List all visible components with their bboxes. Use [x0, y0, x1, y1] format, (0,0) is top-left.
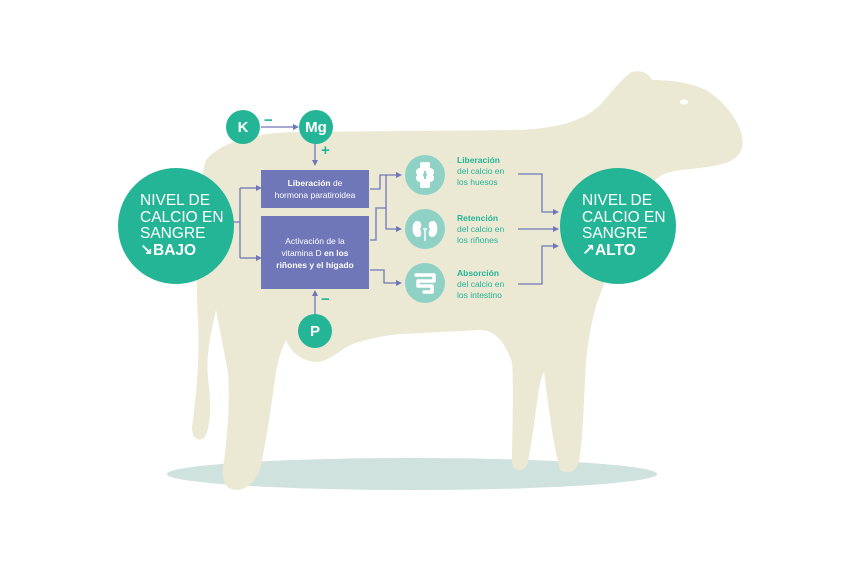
low-calcium-circle: NIVEL DE CALCIO EN SANGRE ↘BAJO: [118, 168, 234, 284]
effect-intestine: Absorción del calcio en los intestino: [457, 268, 504, 301]
cow-ear: [660, 87, 690, 98]
arrow-vitd-branches: [370, 175, 396, 284]
effect-intestine-line1: del calcio en: [457, 279, 505, 289]
bone-joint-icon: [405, 155, 445, 195]
potassium-label: K: [237, 118, 249, 136]
phosphorus-node: P: [298, 314, 332, 348]
effect-bones-line2: los huesos: [457, 177, 498, 187]
connector-arrows: [232, 126, 553, 315]
pth-line2: hormona paratiroidea: [274, 190, 356, 200]
arrow-pth-to-bones: [370, 174, 396, 190]
magnesium-node: Mg: [299, 110, 333, 144]
effect-kidneys-line2: los riñones: [457, 235, 499, 245]
cow-eye: [680, 99, 688, 105]
vitd-line2: vitamina D en los: [281, 247, 348, 259]
pth-rest: de: [330, 178, 343, 188]
high-state-label: ALTO: [595, 241, 636, 259]
high-calcium-circle: NIVEL DE CALCIO EN SANGRE ↗ALTO: [560, 168, 676, 284]
high-state: ↗ALTO: [582, 241, 676, 260]
arrow-up-right-icon: ↗: [582, 241, 595, 259]
low-circle-line3: SANGRE: [140, 225, 206, 242]
kidneys-icon: [405, 209, 445, 249]
high-circle-line3: SANGRE: [582, 225, 648, 242]
effect-bones-title: Liberación: [457, 155, 500, 165]
arrow-down-right-icon: ↘: [140, 241, 153, 259]
arrow-heads: [256, 124, 559, 296]
arrow-effects-to-right: [518, 173, 553, 285]
magnesium-sign: +: [321, 142, 330, 159]
effect-kidneys: Retención del calcio en los riñones: [457, 213, 504, 246]
pth-release-box: Liberación de hormona paratiroidea: [261, 170, 369, 208]
potassium-node: K: [226, 110, 260, 144]
phosphorus-label: P: [309, 322, 320, 340]
high-circle-line1: NIVEL DE: [582, 192, 653, 209]
potassium-sign: −: [264, 112, 273, 129]
intestine-icon: [405, 263, 445, 303]
effect-intestine-line2: los intestino: [457, 290, 502, 300]
effect-kidneys-title: Retención: [457, 213, 499, 223]
magnesium-label: Mg: [305, 118, 327, 136]
low-circle-line1: NIVEL DE: [140, 192, 211, 209]
high-circle-line2: CALCIO EN: [582, 208, 666, 226]
effect-kidneys-line1: del calcio en: [457, 224, 505, 234]
vitd-line1: Activación de la: [285, 235, 345, 246]
vitd-plain: vitamina D: [281, 247, 324, 258]
ground-shadow: [167, 458, 657, 490]
vitamin-d-box: Activación de la vitamina D en los riñon…: [261, 216, 369, 289]
phosphorus-sign: −: [321, 291, 330, 308]
vitd-line3: riñones y el hígado: [276, 259, 353, 271]
vitd-bold2: riñones y el hígado: [276, 259, 354, 270]
effect-bones-line1: del calcio en: [457, 166, 505, 176]
low-state: ↘BAJO: [140, 241, 234, 260]
pth-bold: Liberación: [287, 178, 331, 188]
effect-intestine-title: Absorción: [457, 268, 500, 278]
pth-line1: Liberación de: [288, 177, 343, 189]
low-circle-line2: CALCIO EN: [140, 208, 224, 226]
low-state-label: BAJO: [153, 241, 197, 259]
vitd-bold1: en los: [323, 247, 349, 258]
effect-bones: Liberación del calcio en los huesos: [457, 155, 504, 188]
